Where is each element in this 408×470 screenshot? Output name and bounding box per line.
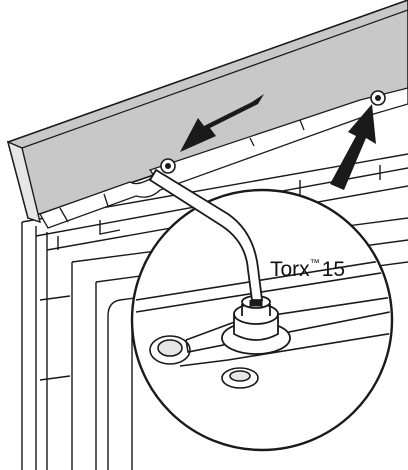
- screw-icon: [160, 158, 176, 174]
- torx-size: 15: [322, 258, 345, 281]
- arrow-icon: [330, 104, 376, 190]
- top-trim-panel: [6, 0, 408, 224]
- torx-label: Torx™15: [270, 258, 345, 281]
- hex-key-icon: [148, 168, 264, 307]
- arrow-icon: [180, 94, 264, 152]
- trademark-symbol: ™: [310, 258, 320, 269]
- torx-prefix: Torx: [270, 258, 310, 281]
- screw-icon: [370, 90, 386, 106]
- screw-icon: [221, 295, 291, 355]
- mounting-bracket: [39, 87, 408, 229]
